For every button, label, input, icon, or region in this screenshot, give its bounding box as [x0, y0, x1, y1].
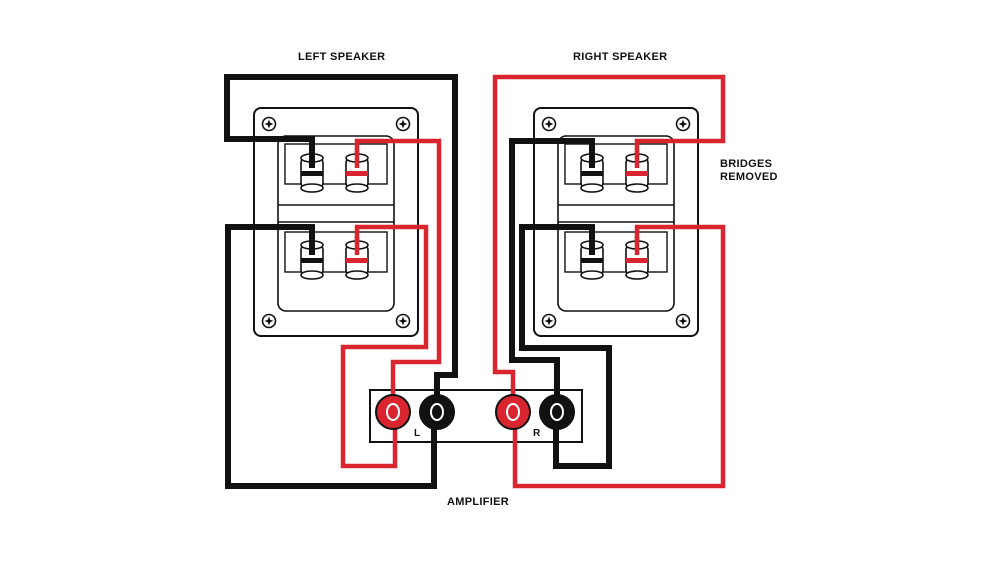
amp-right-channel-label: R [533, 428, 541, 439]
bridges-label-line1: BRIDGES [720, 158, 773, 170]
amp-terminal-left-black [419, 394, 455, 430]
amp-terminal-left-red [375, 394, 411, 430]
right-red-bottom-wire [512, 224, 726, 489]
bridges-removed-label: BRIDGES REMOVED [720, 158, 778, 184]
amplifier-label: AMPLIFIER [447, 496, 509, 508]
left-black-top-wire [224, 74, 458, 412]
right-speaker-label: RIGHT SPEAKER [573, 51, 668, 63]
left-black-bottom-wire [225, 224, 437, 489]
bridges-label-line2: REMOVED [720, 171, 778, 183]
left-red-bottom-wire [340, 224, 429, 469]
amp-terminal-right-black [539, 394, 575, 430]
amp-terminal-right-red [495, 394, 531, 430]
amp-left-channel-label: L [414, 428, 421, 439]
left-red-top-wire [354, 138, 442, 412]
right-red-top-wire [492, 74, 726, 412]
right-black-top-wire [509, 138, 595, 412]
right-black-bottom-wire [519, 224, 612, 469]
left-speaker-label: LEFT SPEAKER [298, 51, 386, 63]
